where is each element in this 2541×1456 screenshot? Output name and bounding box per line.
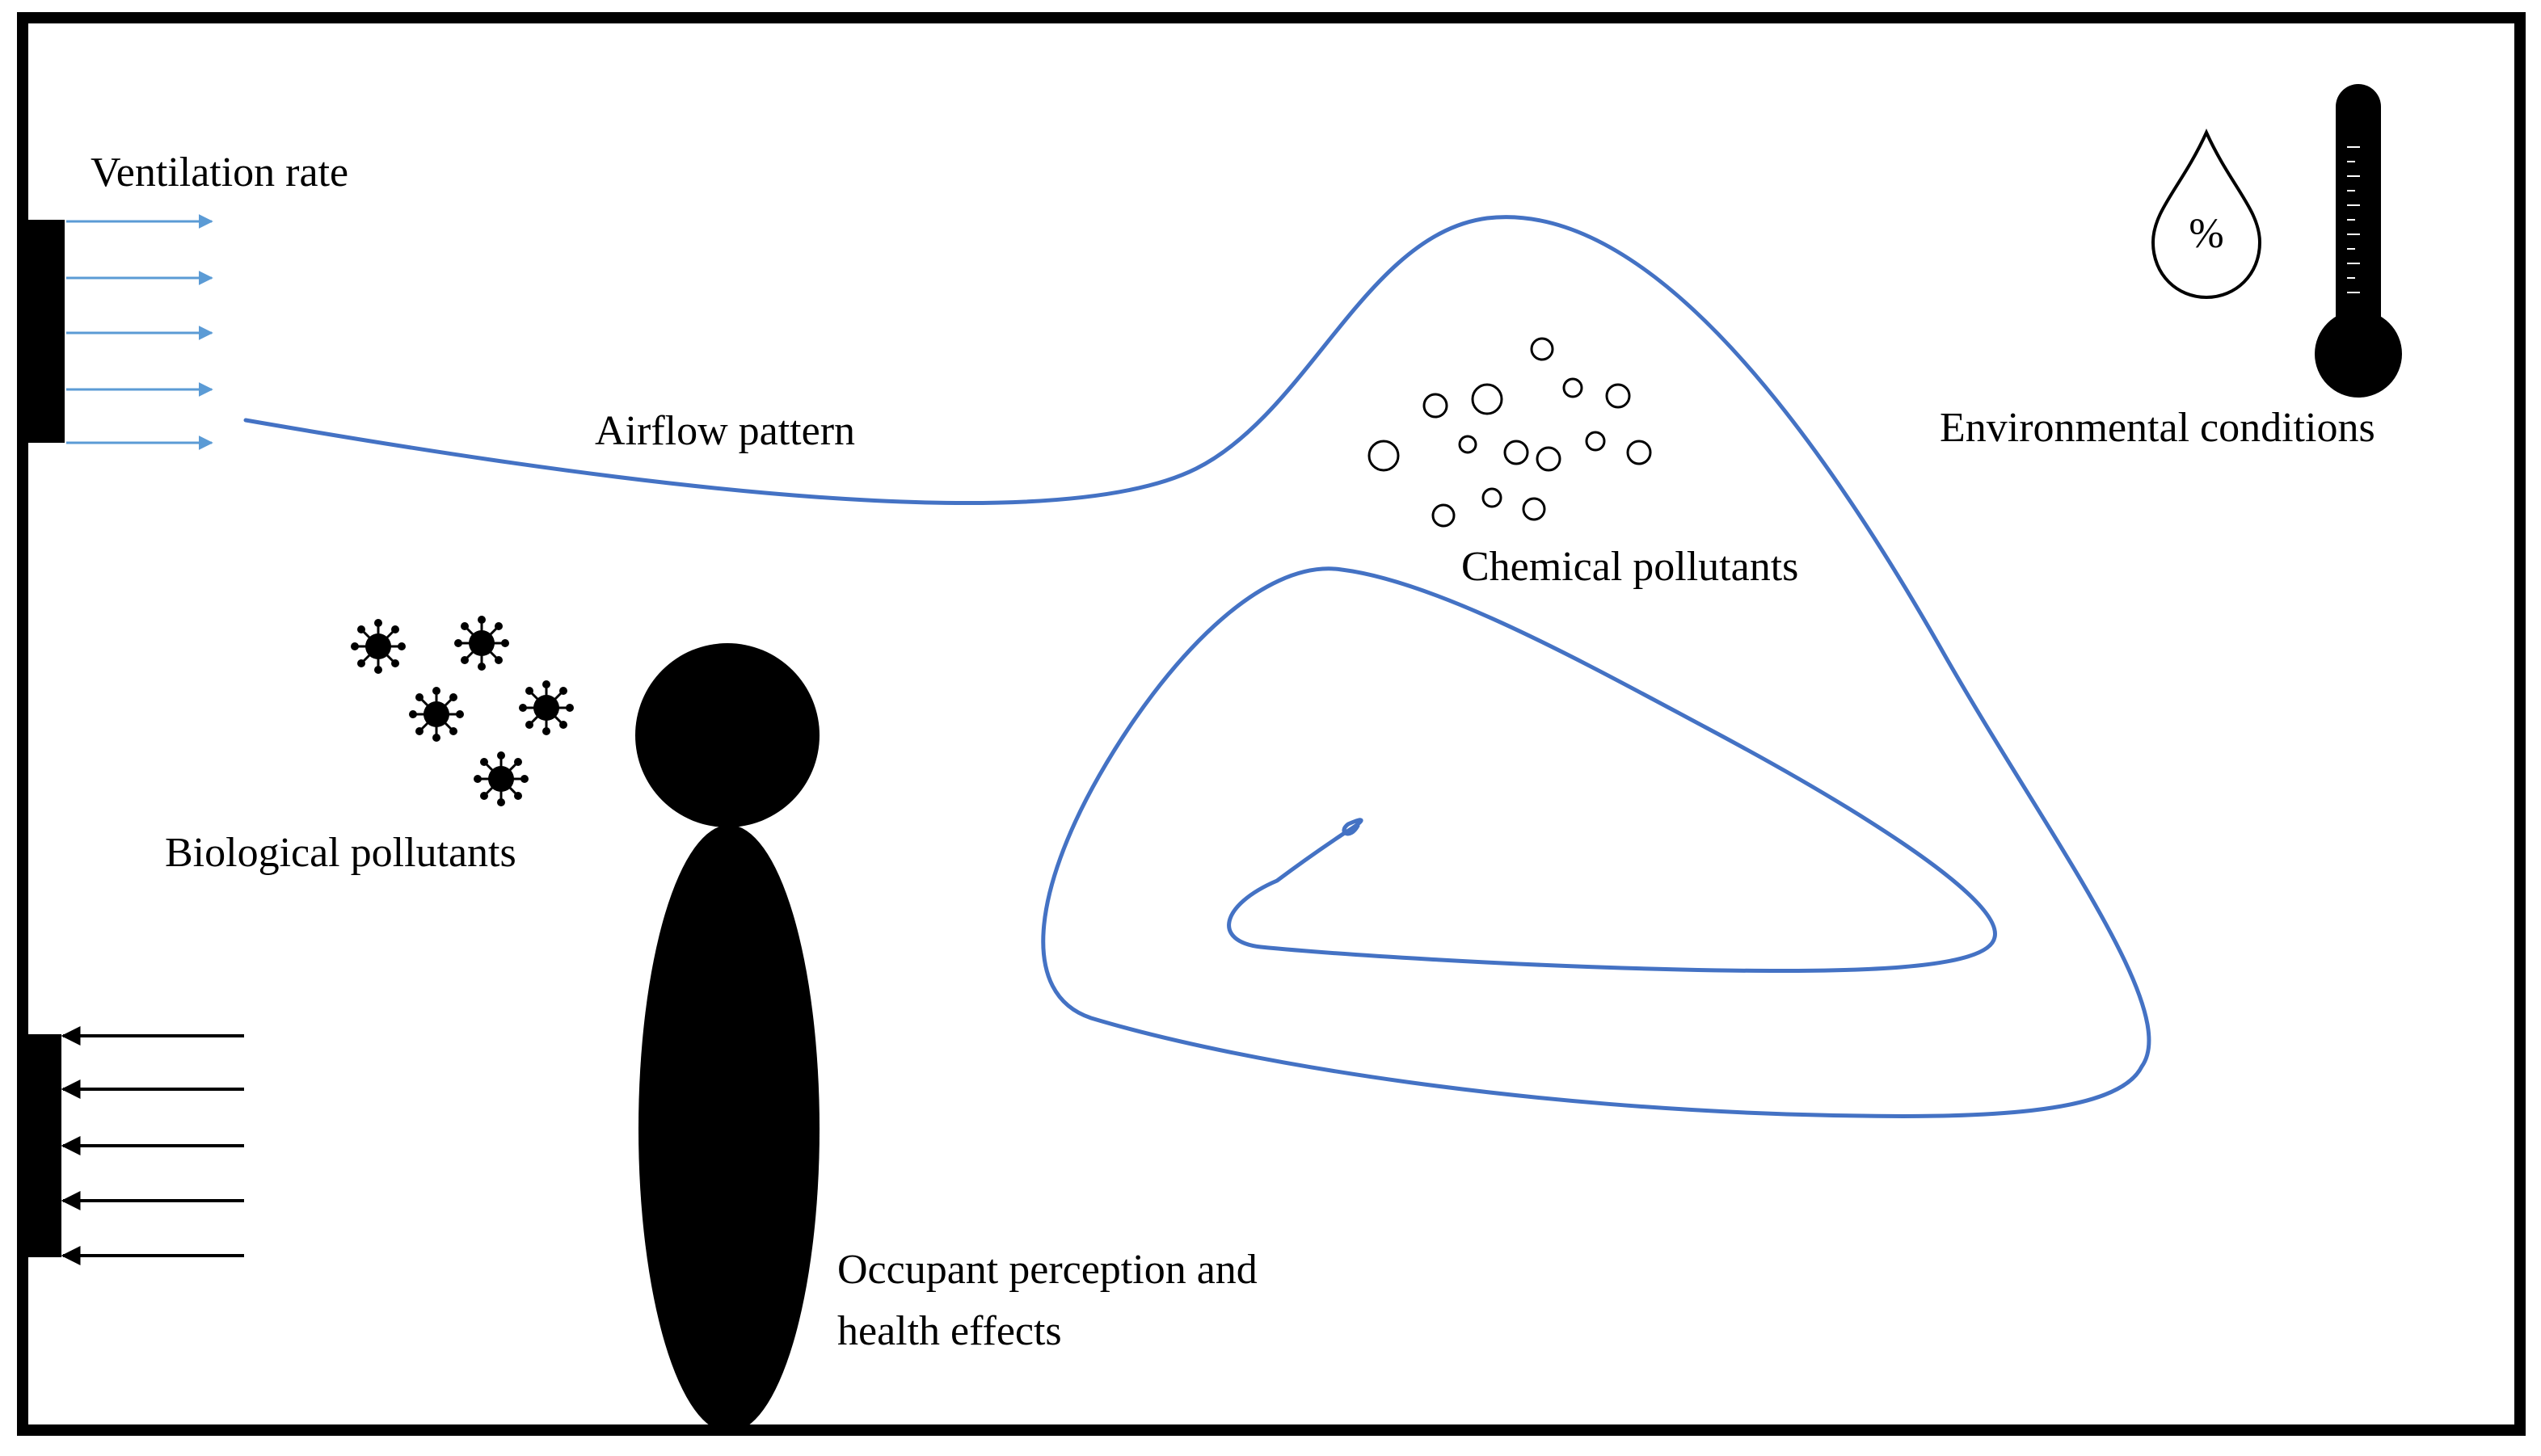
chemical-particle-icon <box>1422 393 1448 419</box>
chemical-particle-icon <box>1481 487 1502 508</box>
airflow-curve <box>243 215 2151 1118</box>
bacteria-icon <box>517 679 575 737</box>
occupant-label-line2: health effects <box>837 1308 1062 1354</box>
ventilation-rate-label: Ventilation rate <box>91 149 348 196</box>
thermometer-icon <box>2315 84 2402 398</box>
chemical-particle-icon <box>1458 435 1477 454</box>
air-inlet-vent-icon <box>24 214 213 450</box>
chemical-particle-icon <box>1585 431 1606 452</box>
room-frame <box>17 12 2526 1436</box>
chemical-particle-icon <box>1431 503 1456 528</box>
biological-pollutants-label: Biological pollutants <box>165 830 516 876</box>
bacteria-cluster <box>349 614 575 808</box>
air-outlet-vent-icon <box>24 1026 244 1265</box>
bacteria-icon <box>349 617 407 675</box>
bacteria-icon <box>407 685 466 743</box>
bacteria-icon <box>453 614 511 672</box>
bacteria-icon <box>472 750 530 808</box>
chemical-particle-icon <box>1471 383 1503 415</box>
chemical-pollutants-label: Chemical pollutants <box>1461 544 1798 590</box>
environmental-conditions-label: Environmental conditions <box>1940 405 2375 451</box>
humidity-symbol: % <box>2189 211 2223 257</box>
chemical-particle-icon <box>1522 497 1546 521</box>
chemical-particle-icon <box>1530 337 1554 361</box>
chemical-particle-icon <box>1503 440 1529 465</box>
chemical-particle-icon <box>1605 383 1631 409</box>
airflow-pattern-label: Airflow pattern <box>595 408 855 454</box>
occupant-label-line1: Occupant perception and <box>837 1247 1258 1293</box>
chemical-particle-icon <box>1536 446 1561 472</box>
chemical-particle-icon <box>1562 377 1583 398</box>
person-silhouette-icon <box>635 643 820 1433</box>
chemical-particle-icon <box>1367 440 1400 472</box>
humidity-drop-icon: % <box>2151 128 2262 300</box>
chemical-particle-cluster <box>1367 337 1652 528</box>
chemical-particle-icon <box>1626 440 1652 465</box>
